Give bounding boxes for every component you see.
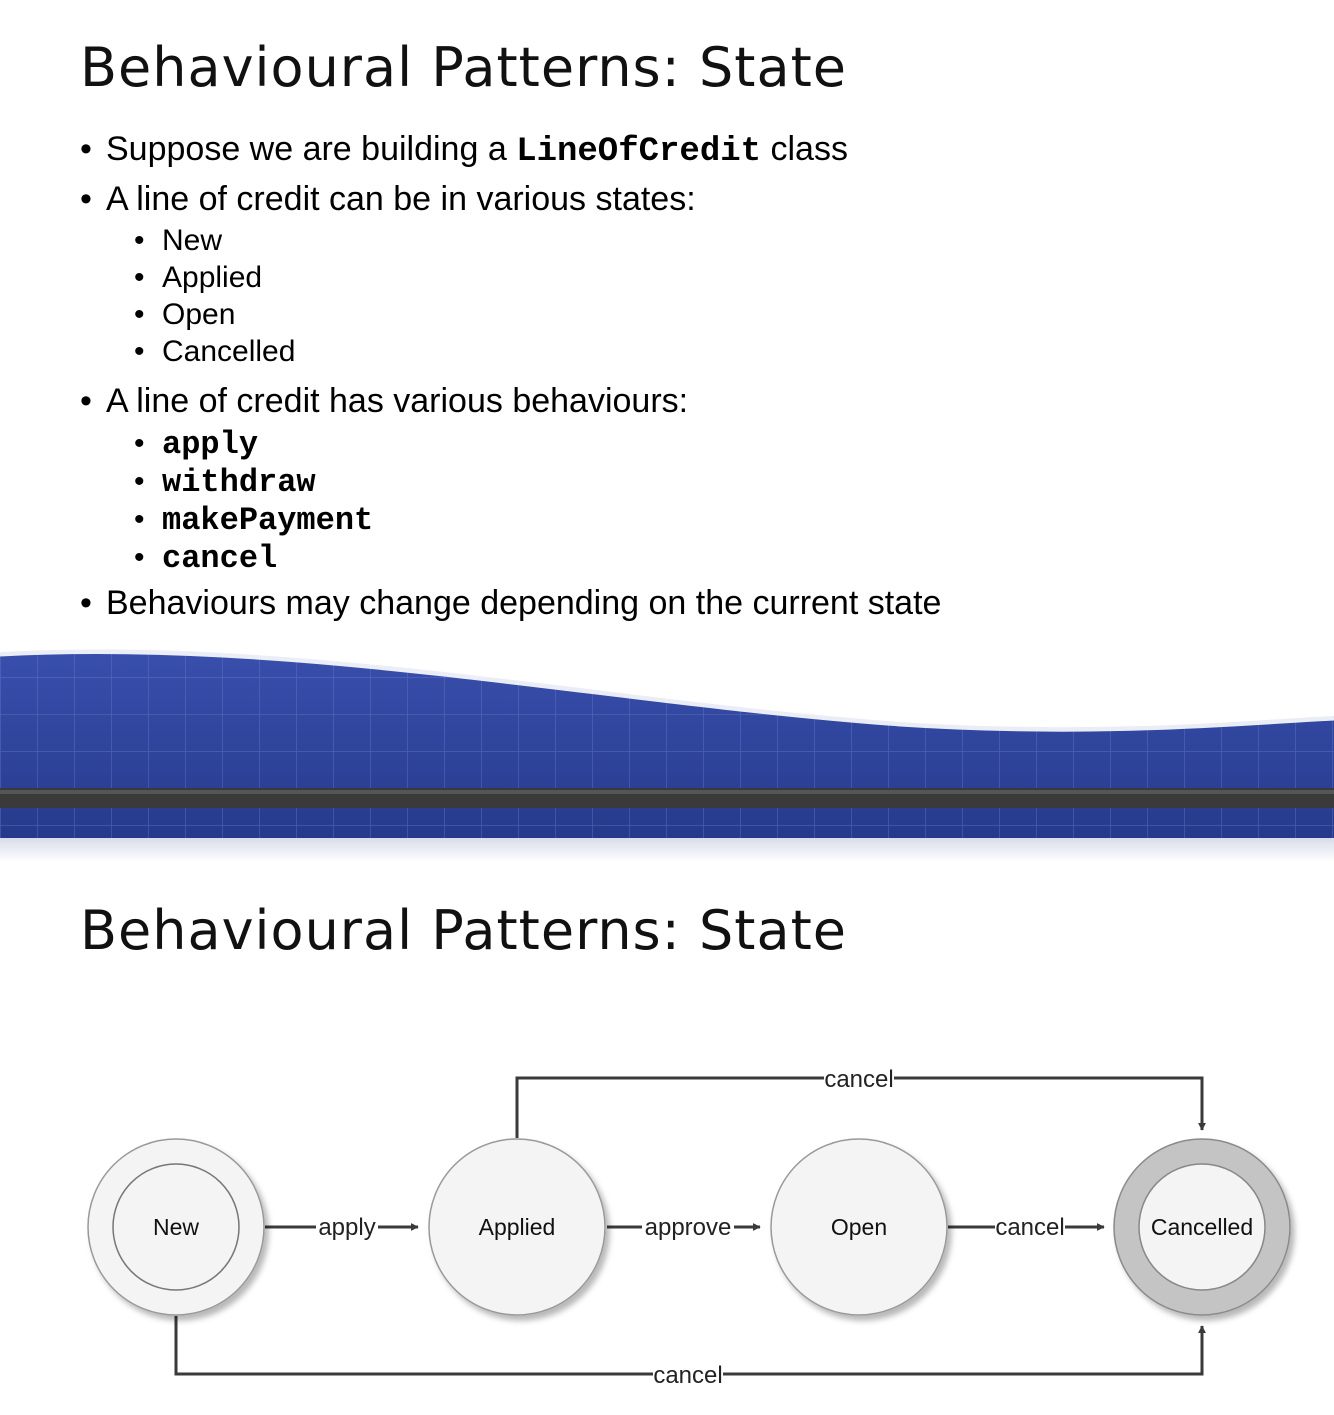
sub-bullet-item: •apply	[134, 426, 259, 463]
bullet-dot-icon: •	[134, 224, 145, 257]
bullet-dot-icon: •	[134, 465, 145, 498]
sub-bullet-item: •Open	[134, 298, 236, 331]
bullet-item: •A line of credit has various behaviours…	[80, 382, 689, 420]
state-label: Cancelled	[1151, 1214, 1253, 1240]
bullet-item: •Behaviours may change depending on the …	[80, 584, 942, 622]
slide-title: Behavioural Patterns: State	[80, 899, 847, 962]
bullet-dot-icon: •	[134, 541, 145, 574]
state-label: Open	[831, 1214, 887, 1240]
edge-label-apply: apply	[318, 1214, 375, 1241]
class-name-code: LineOfCredit	[516, 133, 762, 171]
bullet-dot-icon: •	[80, 180, 92, 218]
state-node-new: New	[87, 1138, 265, 1316]
bullet-dot-icon: •	[134, 427, 145, 460]
state-node-cancelled: Cancelled	[1113, 1138, 1291, 1316]
bullet-dot-icon: •	[134, 298, 145, 331]
sub-bullet-item: •Cancelled	[134, 335, 296, 368]
bullet-dot-icon: •	[80, 130, 92, 168]
bullet-dot-icon: •	[80, 382, 92, 420]
bullet-dot-icon: •	[134, 335, 145, 368]
state-label: New	[153, 1214, 199, 1240]
edge-label-cancel: cancel	[824, 1066, 893, 1093]
state-diagram: apply approve cancel cancel cancel New A…	[87, 1064, 1291, 1390]
slide-title: Behavioural Patterns: State	[80, 36, 847, 99]
slide-divider-banner	[0, 648, 1334, 862]
state-node-open: Open	[770, 1138, 948, 1316]
edge-label-cancel: cancel	[995, 1214, 1064, 1241]
sub-bullet-item: •cancel	[134, 540, 278, 577]
sub-bullet-item: •Applied	[134, 261, 263, 294]
bullet-item: •A line of credit can be in various stat…	[80, 180, 696, 218]
sub-bullet-item: •withdraw	[134, 464, 316, 501]
edge-label-cancel: cancel	[653, 1362, 722, 1389]
edge-label-approve: approve	[645, 1214, 732, 1241]
sub-bullet-item: •makePayment	[134, 502, 374, 539]
bullet-dot-icon: •	[80, 584, 92, 622]
bullet-dot-icon: •	[134, 261, 145, 294]
bullet-item: •Suppose we are building a LineOfCredit …	[80, 130, 848, 171]
sub-bullet-item: •New	[134, 224, 223, 257]
state-node-applied: Applied	[428, 1138, 606, 1316]
state-label: Applied	[479, 1214, 556, 1240]
bullet-dot-icon: •	[134, 503, 145, 536]
